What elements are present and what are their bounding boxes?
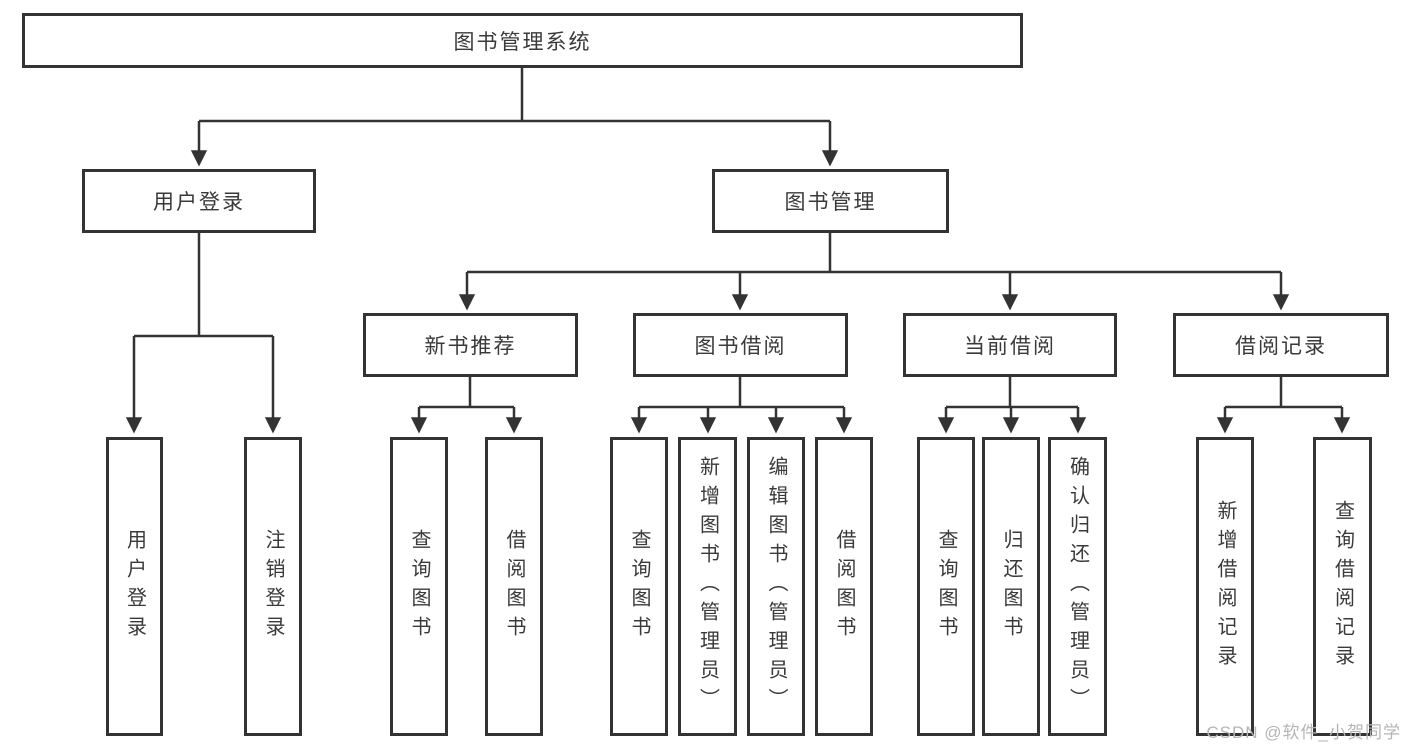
node-current-borrow: 当前借阅 [903, 313, 1117, 377]
leaf-newbook-borrow-books-label: 借阅图书 [503, 528, 525, 645]
leaf-newbook-borrow-books: 借阅图书 [485, 437, 543, 736]
node-new-book-recommend-label: 新书推荐 [424, 335, 517, 358]
leaf-current-confirm-return-admin: 确认归还（管理员） [1048, 437, 1107, 736]
node-book-management: 图书管理 [712, 169, 949, 233]
csdn-watermark: CSDN @软件_小贺同学 [1206, 723, 1401, 742]
leaf-logout-login-label: 注销登录 [262, 528, 284, 645]
leaf-current-query-books-label: 查询图书 [935, 528, 957, 645]
leaf-borrow-query-books-label: 查询图书 [628, 528, 650, 645]
leaf-current-return-books-label: 归还图书 [1000, 528, 1022, 645]
leaf-logout-login: 注销登录 [244, 437, 302, 736]
leaf-newbook-query-books: 查询图书 [390, 437, 448, 736]
node-user-login: 用户登录 [82, 169, 316, 233]
leaf-borrow-borrow-books: 借阅图书 [815, 437, 873, 736]
node-borrow-records-label: 借阅记录 [1235, 335, 1327, 358]
node-current-borrow-label: 当前借阅 [964, 335, 1056, 358]
node-book-management-label: 图书管理 [784, 191, 877, 214]
node-library-system-label: 图书管理系统 [453, 30, 592, 54]
node-user-login-label: 用户登录 [153, 191, 245, 214]
leaf-borrow-query-books: 查询图书 [610, 437, 668, 736]
leaf-records-query-record: 查询借阅记录 [1313, 437, 1372, 736]
leaf-borrow-edit-books-admin-label: 编辑图书（管理员） [765, 456, 787, 717]
leaf-records-query-record-label: 查询借阅记录 [1331, 499, 1354, 674]
leaf-user-login: 用户登录 [106, 437, 163, 736]
leaf-borrow-add-books-admin-label: 新增图书（管理员） [696, 456, 719, 717]
leaf-borrow-borrow-books-label: 借阅图书 [833, 528, 855, 645]
leaf-user-login-label: 用户登录 [123, 528, 146, 645]
leaf-records-add-record: 新增借阅记录 [1196, 437, 1254, 736]
node-new-book-recommend: 新书推荐 [363, 313, 578, 377]
leaf-current-query-books: 查询图书 [917, 437, 975, 736]
leaf-borrow-add-books-admin: 新增图书（管理员） [678, 437, 737, 736]
leaf-newbook-query-books-label: 查询图书 [408, 528, 430, 645]
node-borrow-records: 借阅记录 [1173, 313, 1389, 377]
leaf-borrow-edit-books-admin: 编辑图书（管理员） [747, 437, 805, 736]
leaf-current-confirm-return-admin-label: 确认归还（管理员） [1066, 456, 1089, 717]
leaf-records-add-record-label: 新增借阅记录 [1214, 499, 1236, 674]
leaf-current-return-books: 归还图书 [982, 437, 1040, 736]
node-book-borrow: 图书借阅 [633, 313, 848, 377]
node-library-system: 图书管理系统 [22, 13, 1023, 68]
node-book-borrow-label: 图书借阅 [694, 335, 787, 358]
